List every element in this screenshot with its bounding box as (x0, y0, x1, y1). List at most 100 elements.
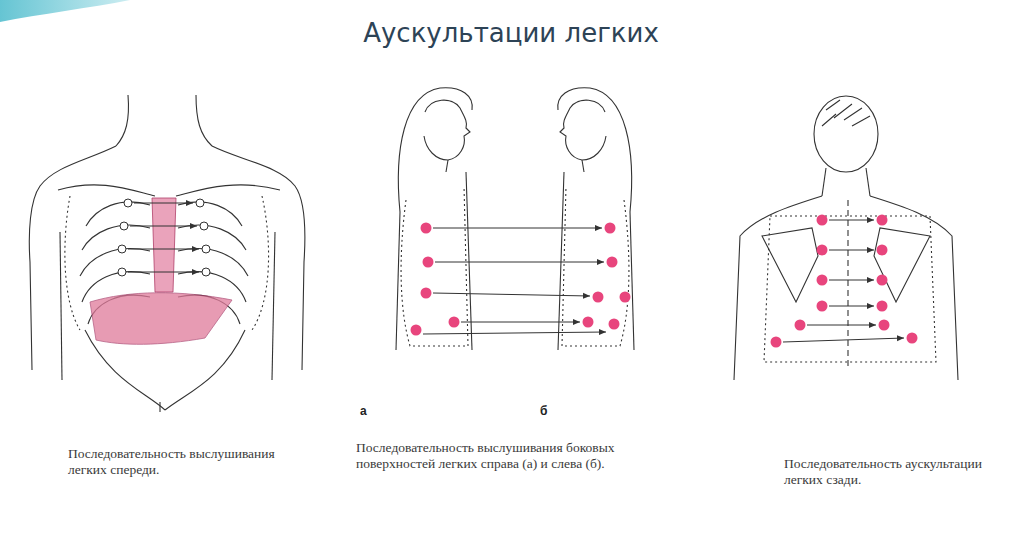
drawing-line (134, 203, 193, 204)
drawing-path (582, 160, 584, 172)
drawing-line (829, 250, 874, 251)
drawing-circle (423, 257, 434, 268)
drawing-circle (877, 301, 888, 312)
drawing-path (560, 100, 606, 160)
drawing-path (424, 100, 470, 160)
drawing-circle (795, 320, 806, 331)
panel-letter: б (540, 404, 547, 418)
drawing-path (822, 168, 826, 196)
drawing-path (159, 402, 160, 412)
drawing-circle (817, 275, 828, 286)
drawing-circle (449, 317, 460, 328)
drawing-path (466, 172, 472, 350)
drawing-path (874, 228, 930, 302)
drawing-circle (421, 288, 432, 299)
drawing-circle (877, 245, 888, 256)
figure-caption: Последовательность аускультации легких с… (784, 456, 984, 488)
side-arrows (423, 228, 606, 334)
front-organs (90, 198, 232, 344)
drawing-path (630, 212, 634, 350)
drawing-path (178, 225, 246, 250)
drawing-path (446, 160, 448, 172)
drawing-circle (202, 245, 210, 253)
front-arrows (128, 203, 199, 272)
drawing-line (423, 332, 606, 334)
drawing-path (90, 293, 232, 345)
drawing-line (128, 272, 199, 273)
drawing-path (65, 196, 80, 330)
drawing-line (128, 249, 199, 250)
panel-letter: а (360, 404, 367, 418)
drawing-circle (411, 325, 422, 336)
drawing-circle (196, 199, 204, 207)
slide-title: Аускультации легких (0, 18, 1022, 48)
drawing-circle (817, 245, 828, 256)
drawing-circle (583, 317, 594, 328)
drawing-path (272, 232, 275, 380)
drawing-circle (200, 222, 208, 230)
drawing-circle (605, 223, 616, 234)
back-figure (734, 96, 958, 380)
drawing-line (807, 325, 876, 326)
front-torso (29, 95, 305, 412)
drawing-line (461, 322, 580, 323)
figure-caption: Последовательность выслушивания боковых … (356, 440, 666, 472)
drawing-line (829, 306, 874, 307)
drawing-circle (771, 337, 782, 348)
drawing-path (60, 232, 62, 380)
drawing-line (433, 228, 602, 229)
drawing-circle (593, 292, 604, 303)
drawing-circle (907, 333, 918, 344)
drawing-path (847, 200, 848, 370)
drawing-circle (817, 215, 828, 226)
drawing-line (433, 293, 590, 296)
drawing-path (152, 198, 176, 292)
drawing-circle (120, 222, 128, 230)
drawing-circle (124, 199, 132, 207)
drawing-circle (620, 292, 631, 303)
drawing-path (86, 202, 150, 226)
drawing-path (178, 202, 242, 226)
drawing-path (196, 95, 212, 146)
drawing-line (435, 262, 604, 263)
drawing-path (396, 212, 400, 350)
side-figures (396, 88, 634, 350)
drawing-path (870, 196, 958, 380)
drawing-path (398, 88, 472, 212)
front-points (118, 199, 210, 276)
drawing-path (734, 196, 822, 380)
drawing-circle (202, 268, 210, 276)
drawing-circle (877, 275, 888, 286)
side-points (411, 223, 631, 336)
drawing-path (558, 88, 632, 212)
drawing-line (783, 338, 904, 342)
drawing-path (762, 228, 818, 302)
corner-decoration (0, 0, 130, 22)
drawing-circle (607, 257, 618, 268)
drawing-circle (609, 319, 620, 330)
drawing-line (829, 280, 874, 281)
drawing-path (58, 185, 155, 196)
drawing-line (829, 220, 874, 221)
drawing-circle (879, 320, 890, 331)
drawing-path (822, 100, 870, 126)
drawing-circle (817, 301, 828, 312)
drawing-ellipse (814, 96, 878, 172)
drawing-circle (118, 245, 126, 253)
figure-caption: Последовательность выслушивания легких с… (68, 446, 308, 478)
drawing-path (866, 168, 870, 196)
drawing-path (764, 216, 936, 362)
drawing-circle (877, 215, 888, 226)
drawing-path (401, 186, 468, 346)
drawing-path (212, 146, 305, 370)
drawing-circle (421, 223, 432, 234)
drawing-path (116, 95, 129, 146)
drawing-path (82, 225, 150, 250)
drawing-path (558, 172, 564, 350)
drawing-path (0, 0, 130, 22)
drawing-path (176, 185, 280, 196)
back-arrows (783, 220, 904, 342)
drawing-circle (118, 268, 126, 276)
back-points (771, 215, 918, 348)
